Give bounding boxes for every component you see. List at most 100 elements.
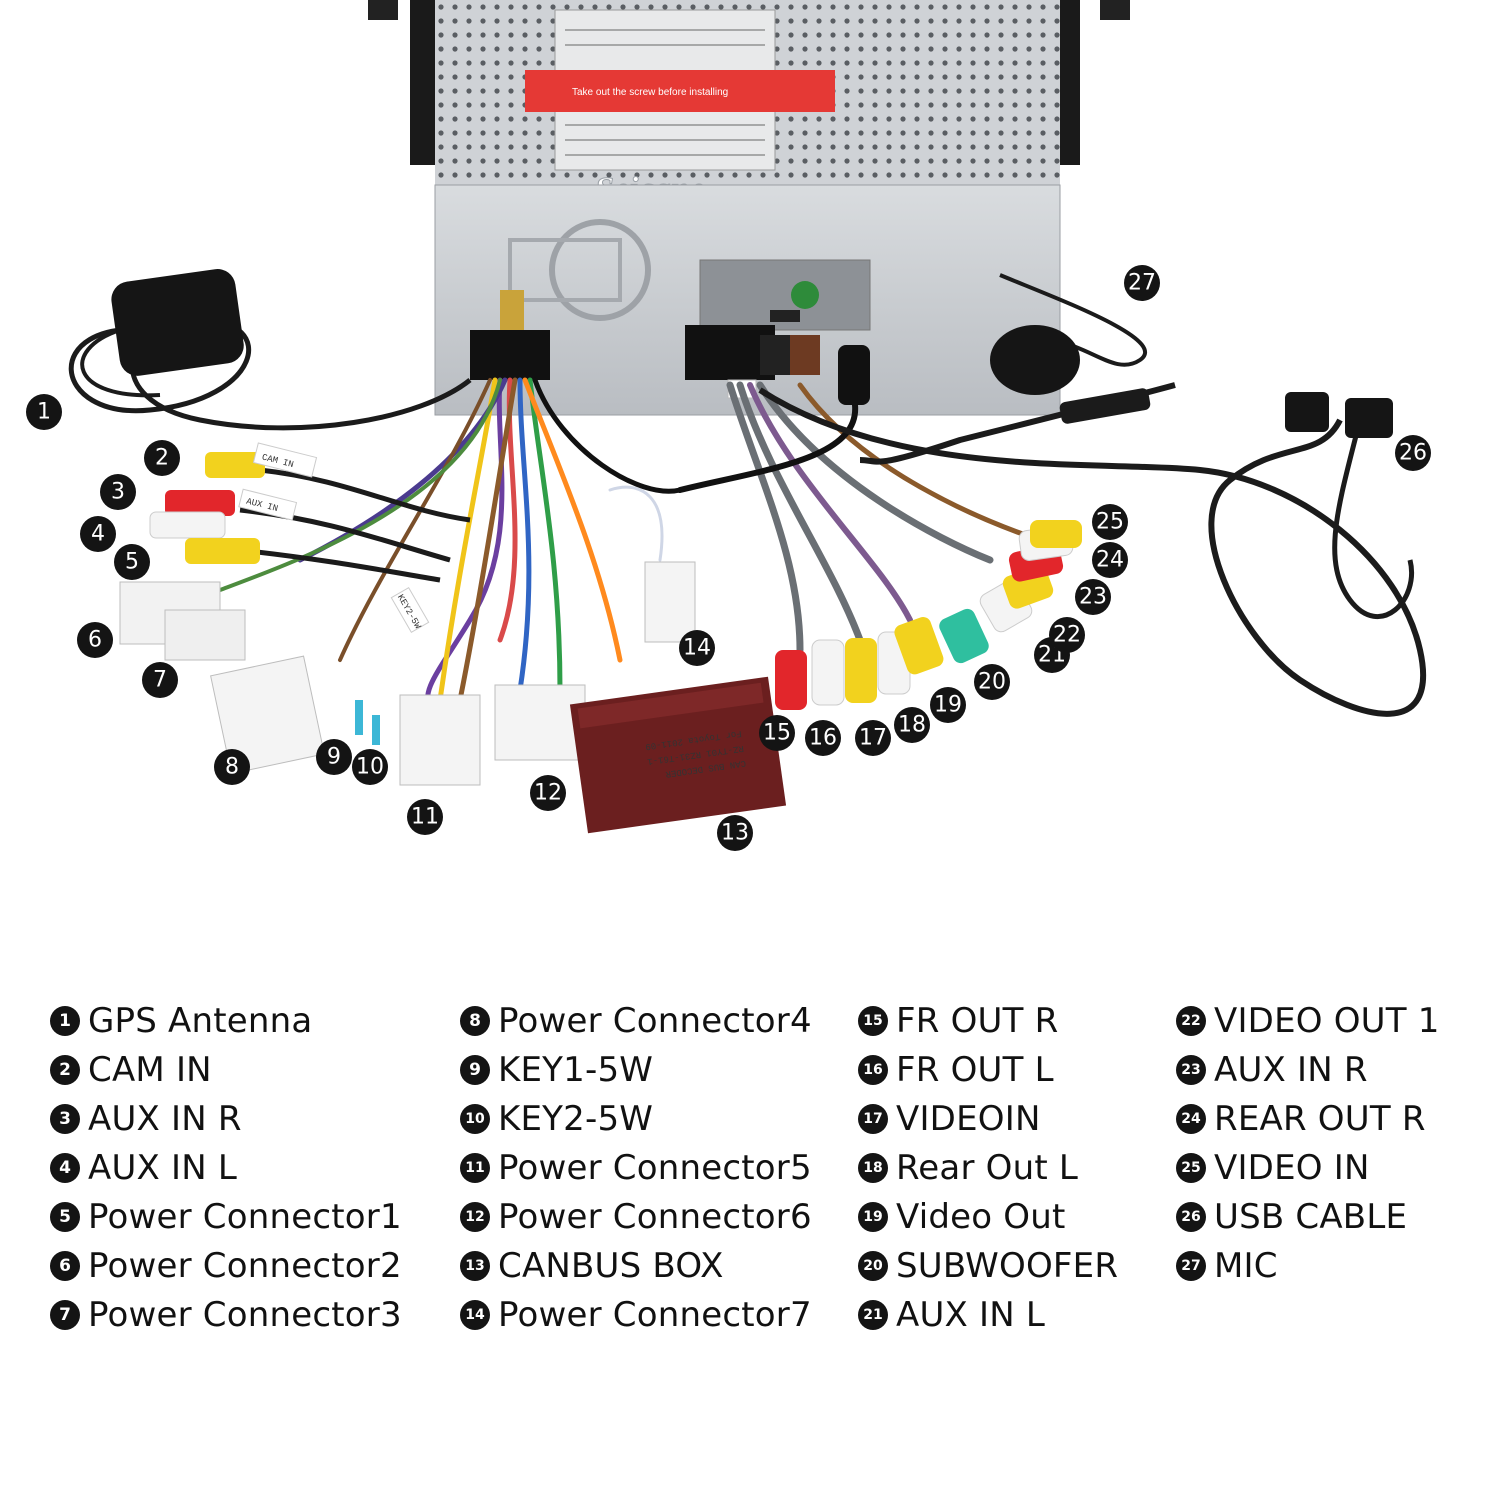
legend-label: USB CABLE <box>1214 1196 1408 1237</box>
callout-24-circle <box>1092 542 1128 578</box>
legend-number-badge: 4 <box>50 1152 80 1183</box>
legend-label: MIC <box>1214 1245 1278 1286</box>
legend-label: REAR OUT R <box>1214 1098 1426 1139</box>
legend-label: AUX IN L <box>896 1294 1046 1335</box>
callout-25-circle <box>1092 504 1128 540</box>
legend-number-badge: 20 <box>858 1250 888 1281</box>
callout-13: 13 <box>721 821 749 846</box>
legend-label: GPS Antenna <box>88 1000 313 1041</box>
callout-1: 1 <box>37 400 51 425</box>
rca-right-group <box>775 520 1082 710</box>
callout-16: 16 <box>809 726 837 751</box>
callout-6: 6 <box>88 628 102 653</box>
callout-17: 17 <box>859 726 887 751</box>
legend-item-5: 5 Power Connector1 <box>50 1192 402 1241</box>
legend-label: AUX IN L <box>88 1147 238 1188</box>
callout-12-circle <box>530 775 566 811</box>
callout-16-circle <box>805 720 841 756</box>
callout-10: 10 <box>356 755 384 780</box>
legend-label: AUX IN R <box>88 1098 242 1139</box>
callout-23: 23 <box>1079 585 1107 610</box>
callout-14: 14 <box>683 636 711 661</box>
callout-13-circle <box>717 815 753 851</box>
callout-22-circle <box>1049 617 1085 653</box>
callout-27-circle <box>1124 265 1160 301</box>
callout-23-circle <box>1075 579 1111 615</box>
legend-number-badge: 13 <box>460 1250 490 1281</box>
callout-5-circle <box>114 544 150 580</box>
legend-item-24: 24 REAR OUT R <box>1176 1094 1440 1143</box>
legend-label: Power Connector2 <box>88 1245 402 1286</box>
legend-item-15: 15 FR OUT R <box>858 996 1118 1045</box>
legend-item-21: 21 AUX IN L <box>858 1290 1118 1339</box>
wire-harness <box>218 377 1043 713</box>
callout-8: 8 <box>225 755 239 780</box>
warning-sticker-text: Take out the screw before installing <box>572 87 728 98</box>
legend-label: FR OUT R <box>896 1000 1059 1041</box>
legend-label: CANBUS BOX <box>498 1245 724 1286</box>
callout-18-circle <box>894 707 930 743</box>
legend-number-badge: 1 <box>50 1005 80 1036</box>
legend-label: Power Connector4 <box>498 1000 812 1041</box>
legend-label: SUBWOOFER <box>896 1245 1119 1286</box>
legend-label: Rear Out L <box>896 1147 1079 1188</box>
callout-19-circle <box>930 687 966 723</box>
legend-item-13: 13 CANBUS BOX <box>460 1241 812 1290</box>
callout-19: 19 <box>934 693 962 718</box>
microphone <box>859 273 1176 465</box>
legend-label: KEY1-5W <box>498 1049 654 1090</box>
legend-label: Power Connector7 <box>498 1294 812 1335</box>
legend-number-badge: 17 <box>858 1103 888 1134</box>
legend-item-3: 3 AUX IN R <box>50 1094 402 1143</box>
legend-label: VIDEO OUT 1 <box>1214 1000 1440 1041</box>
callout-2: 2 <box>155 446 169 471</box>
legend-number-badge: 5 <box>50 1201 80 1232</box>
callout-3: 3 <box>111 480 125 505</box>
legend-number-badge: 14 <box>460 1299 490 1330</box>
legend-number-badge: 23 <box>1176 1054 1206 1085</box>
legend-number-badge: 15 <box>858 1005 888 1036</box>
callout-15-circle <box>759 715 795 751</box>
callout-25: 25 <box>1096 510 1124 535</box>
callout-8-circle <box>214 749 250 785</box>
legend-item-14: 14 Power Connector7 <box>460 1290 812 1339</box>
legend-number-badge: 11 <box>460 1152 490 1183</box>
legend-number-badge: 12 <box>460 1201 490 1232</box>
callout-9: 9 <box>327 745 341 770</box>
callout-4: 4 <box>91 522 105 547</box>
legend-number-badge: 3 <box>50 1103 80 1134</box>
rca-left-group: CAM IN AUX IN <box>149 442 471 583</box>
legend-label: Power Connector1 <box>88 1196 402 1237</box>
callout-11: 11 <box>411 805 439 830</box>
legend-number-badge: 24 <box>1176 1103 1206 1134</box>
legend-item-1: 1 GPS Antenna <box>50 996 402 1045</box>
callout-10-circle <box>352 749 388 785</box>
callout-20-circle <box>974 664 1010 700</box>
callout-7-circle <box>142 662 178 698</box>
legend-number-badge: 21 <box>858 1299 888 1330</box>
callout-6-circle <box>77 622 113 658</box>
callout-7: 7 <box>153 668 167 693</box>
legend-item-4: 4 AUX IN L <box>50 1143 402 1192</box>
callout-17-circle <box>855 720 891 756</box>
callout-26-circle <box>1395 435 1431 471</box>
legend-number-badge: 2 <box>50 1054 80 1085</box>
legend-number-badge: 27 <box>1176 1250 1206 1281</box>
callout-15: 15 <box>763 721 791 746</box>
callout-5: 5 <box>125 550 139 575</box>
